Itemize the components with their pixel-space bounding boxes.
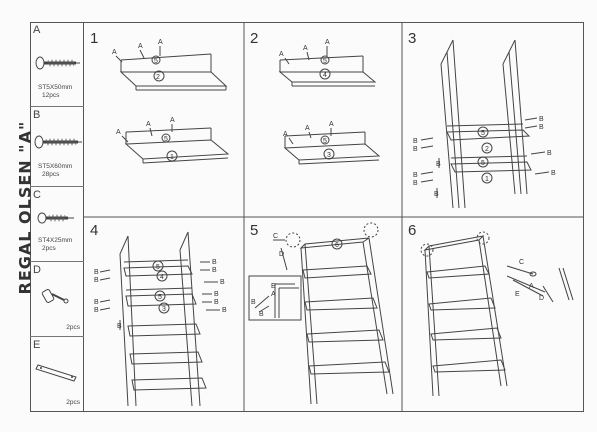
label-a: A: [112, 49, 117, 56]
shelf-number: 5: [164, 136, 168, 143]
screw-a-icon: [35, 56, 80, 70]
shelf-number: 5: [323, 138, 327, 145]
shelf-number: 6: [335, 242, 339, 249]
label-a: A: [158, 39, 163, 46]
label-b: B: [539, 116, 544, 123]
part-qty: 12pcs: [42, 92, 60, 99]
label-e: E: [515, 291, 520, 298]
shelf-number: 5: [323, 58, 327, 65]
label-e: E: [271, 283, 276, 290]
label-b: B: [436, 161, 441, 168]
part-qty: 28pcs: [42, 171, 60, 178]
shelf-number: 4: [323, 72, 327, 79]
label-b: B: [547, 150, 552, 157]
step-1-number: 1: [90, 30, 99, 47]
label-b: B: [222, 307, 227, 314]
label-c: C: [273, 233, 278, 240]
step-5-drawing: C D E A B B 6: [248, 222, 394, 405]
label-a: A: [116, 129, 121, 136]
label-b: B: [94, 299, 99, 306]
strap-e-icon: [35, 364, 77, 382]
step-6-number: 6: [408, 222, 417, 239]
part-a: A ST5X50mm 12pcs: [30, 22, 84, 107]
part-qty: 2pcs: [66, 399, 80, 406]
shelf-number: 2: [485, 146, 489, 153]
label-b: B: [413, 138, 418, 145]
label-b: B: [212, 267, 217, 274]
label-a: A: [138, 43, 143, 50]
label-b: B: [413, 180, 418, 187]
label-a: A: [303, 45, 308, 52]
label-a: A: [529, 283, 534, 290]
label-b: B: [220, 279, 225, 286]
parts-column: A ST5X50mm 12pcs B ST5X60mm 28pcs C: [30, 22, 84, 412]
shelf-number: 1: [485, 176, 489, 183]
shelf-number: 5: [481, 160, 485, 167]
label-d: D: [539, 295, 544, 302]
screw-b-icon: [34, 135, 82, 149]
shelf-number: 4: [160, 274, 164, 281]
step-3-number: 3: [408, 30, 417, 47]
part-qty: 2pcs: [66, 324, 80, 331]
part-letter: D: [33, 264, 41, 276]
label-a: A: [279, 51, 284, 58]
shelf-number: 5: [156, 264, 160, 271]
step-5-number: 5: [250, 222, 259, 239]
label-b: B: [214, 291, 219, 298]
shelf-number: 5: [158, 294, 162, 301]
shelf-number: 3: [162, 306, 166, 313]
label-d: D: [279, 251, 284, 258]
label-b: B: [251, 299, 256, 306]
label-b: B: [539, 124, 544, 131]
step-3-drawing: B B B B B B B B B B 5 2 5 1: [413, 39, 556, 209]
step-6-drawing: C A E D: [420, 231, 574, 397]
part-letter: B: [33, 109, 41, 121]
part-b: B ST5X60mm 28pcs: [30, 107, 84, 187]
shelf-number: 3: [327, 152, 331, 159]
label-b: B: [214, 299, 219, 306]
part-c: C ST4X25mm 2pcs: [30, 187, 84, 262]
label-a: A: [305, 125, 310, 132]
label-b: B: [434, 191, 439, 198]
label-b: B: [94, 269, 99, 276]
step-2-drawing: A A A 5 4 A A A 5 3: [278, 39, 381, 165]
label-b: B: [413, 146, 418, 153]
label-b: B: [117, 323, 122, 330]
shelf-number: 1: [170, 154, 174, 161]
part-qty: 2pcs: [42, 245, 56, 252]
label-a: A: [170, 117, 175, 124]
step-2-number: 2: [250, 30, 259, 47]
part-e: E 2pcs: [30, 337, 84, 412]
label-a: A: [283, 131, 288, 138]
step-1-drawing: A A A 5 2 A A A 5 1: [112, 39, 230, 164]
label-b: B: [94, 307, 99, 314]
shelf-number: 5: [481, 130, 485, 137]
part-letter: A: [33, 24, 41, 36]
label-b: B: [259, 311, 264, 318]
anchor-d-icon: [41, 289, 69, 304]
step-4-number: 4: [90, 222, 99, 239]
part-spec: ST4X25mm: [38, 237, 73, 244]
shelf-number: 5: [154, 58, 158, 65]
shelf-number: 2: [156, 74, 160, 81]
label-b: B: [551, 170, 556, 177]
label-a: A: [325, 39, 330, 46]
part-d: D 2pcs: [30, 262, 84, 337]
part-letter: C: [33, 189, 41, 201]
screw-c-icon: [37, 212, 74, 224]
label-a: A: [146, 121, 151, 128]
label-b: B: [212, 259, 217, 266]
part-letter: E: [33, 339, 41, 351]
part-spec: ST5X60mm: [38, 163, 73, 170]
label-b: B: [413, 172, 418, 179]
label-a: A: [271, 291, 276, 298]
step-4-drawing: B B B B B B B B B B B 5 4 5 3: [94, 231, 227, 407]
label-c: C: [519, 259, 524, 266]
label-a: A: [329, 121, 334, 128]
label-b: B: [94, 277, 99, 284]
part-spec: ST5X50mm: [38, 84, 73, 91]
